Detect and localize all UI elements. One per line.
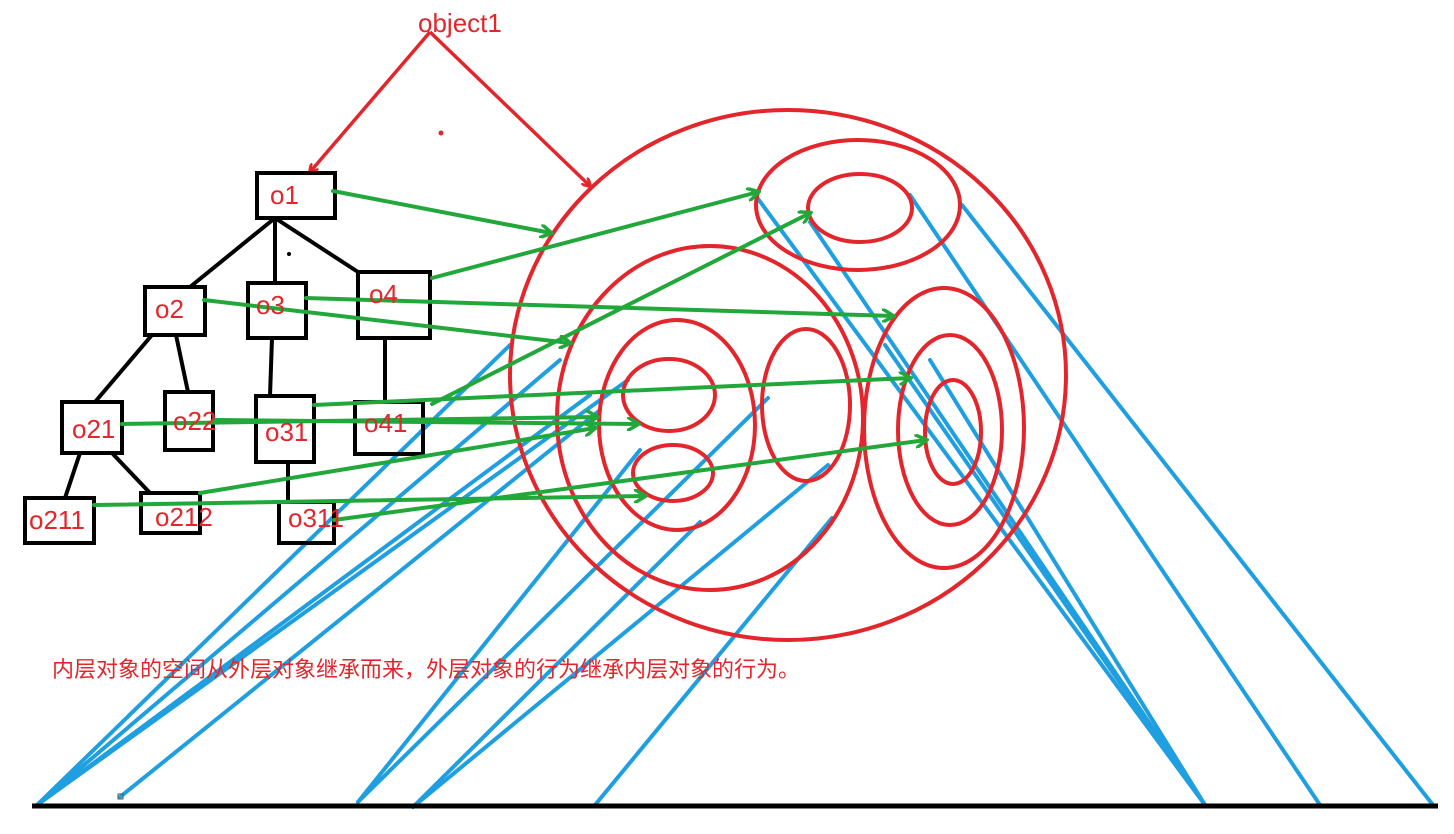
arrow-o41 bbox=[430, 213, 810, 406]
node-label-o212: o212 bbox=[155, 502, 213, 532]
blue-line bbox=[751, 190, 1207, 807]
node-box-o21 bbox=[60, 400, 124, 455]
blue-line bbox=[35, 358, 562, 807]
node-box-o1 bbox=[255, 171, 337, 220]
tree-edges bbox=[63, 216, 387, 502]
space-ellipse-top bbox=[754, 138, 962, 272]
mapping-arrows bbox=[92, 189, 926, 522]
node-label-o311: o311 bbox=[288, 503, 344, 533]
node-label-o41: o41 bbox=[364, 408, 407, 438]
edge-o21-o212 bbox=[110, 451, 152, 495]
blue-line bbox=[960, 203, 1435, 807]
node-label-o211: o211 bbox=[29, 505, 85, 535]
edge-o2-o22 bbox=[174, 334, 190, 393]
edge-o21-o211 bbox=[63, 452, 82, 499]
arrow-o311 bbox=[332, 440, 926, 522]
title-arrows bbox=[310, 30, 590, 186]
space-ellipse-left bbox=[555, 244, 865, 592]
node-box-o2 bbox=[143, 285, 207, 337]
node-box-o31 bbox=[254, 394, 316, 464]
arrow-o3 bbox=[304, 296, 893, 316]
baseline-marker bbox=[117, 793, 124, 800]
edge-o2-o21 bbox=[93, 333, 154, 404]
blue-line bbox=[928, 358, 1207, 807]
arrow-o4-top bbox=[430, 192, 758, 280]
edge-o1-o2 bbox=[188, 216, 277, 289]
arrow-o211 bbox=[92, 496, 645, 507]
black-dot bbox=[287, 252, 291, 256]
node-box-o212 bbox=[139, 491, 202, 535]
nested-spaces bbox=[508, 108, 1068, 642]
arrow-o2 bbox=[202, 298, 570, 343]
blue-line bbox=[411, 520, 702, 809]
space-ellipse-middle bbox=[760, 327, 852, 483]
arrow-o1 bbox=[331, 189, 551, 233]
node-label-o3: o3 bbox=[256, 290, 285, 320]
caption-text: 内层对象的空间从外层对象继承而来，外层对象的行为继承内层对象的行为。 bbox=[52, 658, 800, 683]
space-ellipse-top-inner bbox=[806, 172, 914, 244]
space-ellipse-left-inner-top bbox=[621, 357, 717, 433]
blue-line bbox=[356, 448, 642, 804]
blue-line bbox=[35, 378, 630, 807]
title-arrow-to-space bbox=[428, 30, 590, 186]
outer-space-ellipse bbox=[508, 108, 1068, 642]
blue-line bbox=[118, 408, 602, 799]
node-label-o22: o22 bbox=[173, 406, 216, 436]
red-dot bbox=[438, 130, 444, 136]
blue-line bbox=[908, 193, 1322, 807]
node-label-o2: o2 bbox=[155, 294, 184, 324]
blue-line bbox=[411, 463, 830, 809]
arrow-o31 bbox=[312, 378, 910, 407]
edge-o3-o31 bbox=[268, 337, 274, 397]
edge-o1-o4 bbox=[273, 216, 360, 274]
node-box-o211 bbox=[23, 496, 96, 545]
space-ellipse-right-mid bbox=[896, 333, 1004, 527]
node-label-o21: o21 bbox=[72, 414, 115, 444]
arrow-o212 bbox=[198, 428, 595, 495]
blue-line bbox=[356, 396, 770, 804]
projection-lines bbox=[35, 190, 1435, 809]
space-ellipse-left-inner-bottom bbox=[631, 443, 715, 503]
space-ellipse-right bbox=[862, 286, 1026, 570]
node-box-o4 bbox=[356, 270, 432, 340]
diagram-title: object1 bbox=[418, 8, 502, 38]
blue-line bbox=[883, 343, 1207, 807]
arrow-o22 bbox=[213, 420, 638, 424]
space-ellipse-right-inner bbox=[923, 378, 983, 486]
node-label-o4: o4 bbox=[369, 279, 398, 309]
node-label-o1: o1 bbox=[270, 180, 299, 210]
title-arrow-to-tree bbox=[310, 30, 432, 172]
node-label-o31: o31 bbox=[265, 417, 308, 447]
blue-line bbox=[593, 516, 834, 807]
